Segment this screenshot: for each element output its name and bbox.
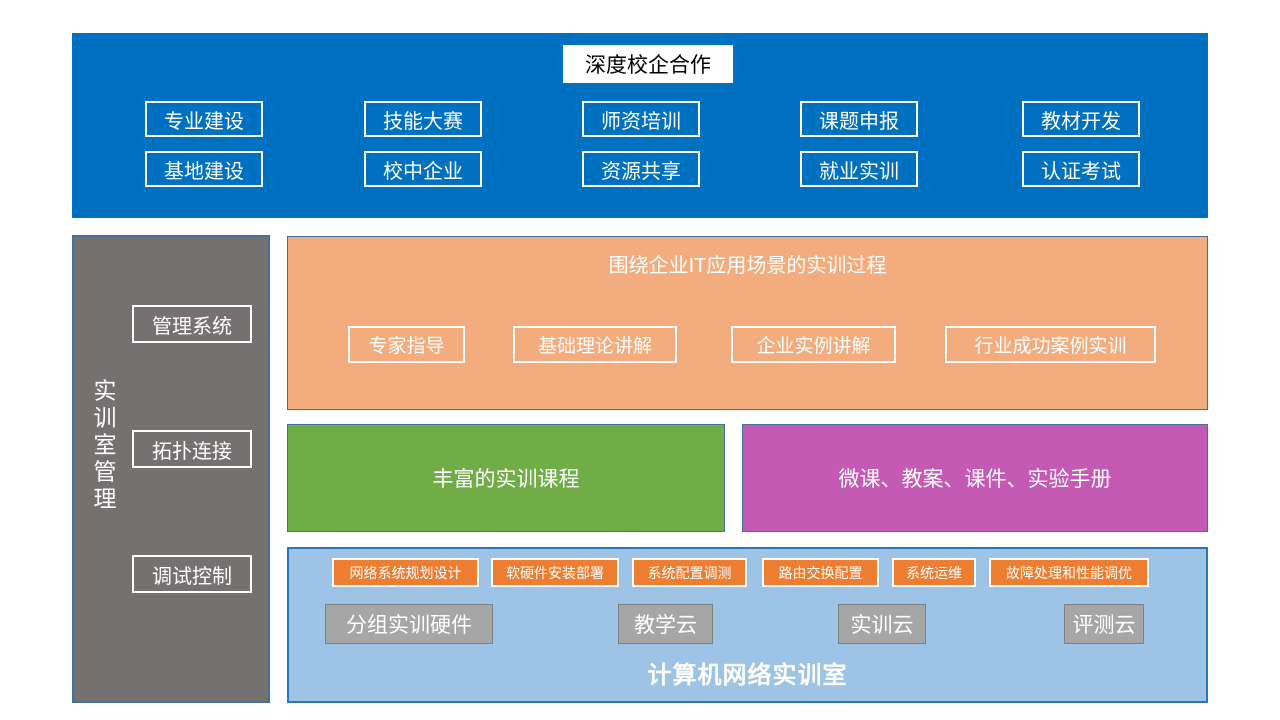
cooperation-row-2: 基地建设 校中企业 资源共享 就业实训 认证考试 [72, 151, 1208, 187]
training-courses-title: 丰富的实训课程 [432, 468, 580, 491]
resource-group-training-hardware: 分组实训硬件 [325, 604, 493, 644]
cooperation-item-major-construction: 专业建设 [145, 101, 263, 137]
network-lab-title: 计算机网络实训室 [647, 662, 848, 689]
sidebar-item-topology-connection: 拓扑连接 [132, 430, 252, 468]
lab-management-vertical-label: 实训室管理 [90, 378, 116, 514]
skill-software-hardware-deployment: 软硬件安装部署 [491, 558, 619, 587]
training-courses-panel: 丰富的实训课程 [287, 424, 725, 532]
skill-network-planning-design: 网络系统规划设计 [332, 558, 479, 587]
skill-system-config-test: 系统配置调测 [632, 558, 747, 587]
sidebar-item-management-system: 管理系统 [132, 305, 252, 343]
training-process-panel: 围绕企业IT应用场景的实训过程 专家指导 基础理论讲解 企业实例讲解 行业成功案… [287, 236, 1208, 410]
network-lab-panel: 网络系统规划设计 软硬件安装部署 系统配置调测 路由交换配置 系统运维 故障处理… [287, 547, 1208, 703]
cooperation-row-1: 专业建设 技能大赛 师资培训 课题申报 教材开发 [72, 101, 1208, 137]
lab-management-sidebar: 实训室管理 管理系统 拓扑连接 调试控制 [72, 235, 270, 703]
teaching-materials-panel: 微课、教案、课件、实验手册 [742, 424, 1208, 532]
skill-fault-performance-tuning: 故障处理和性能调优 [989, 558, 1149, 587]
sidebar-item-debug-control: 调试控制 [132, 555, 252, 593]
cooperation-item-teacher-training: 师资培训 [582, 101, 700, 137]
cooperation-item-project-application: 课题申报 [800, 101, 918, 137]
cooperation-item-certification-exam: 认证考试 [1022, 151, 1140, 187]
resource-evaluation-cloud: 评测云 [1064, 604, 1144, 644]
cooperation-item-base-construction: 基地建设 [145, 151, 263, 187]
resource-teaching-cloud: 教学云 [618, 604, 713, 644]
process-item-basic-theory: 基础理论讲解 [513, 326, 677, 363]
process-item-expert-guidance: 专家指导 [348, 326, 465, 363]
cooperation-banner: 深度校企合作 专业建设 技能大赛 师资培训 课题申报 教材开发 基地建设 校中企… [72, 33, 1208, 218]
process-item-enterprise-case: 企业实例讲解 [731, 326, 896, 363]
cooperation-item-textbook-development: 教材开发 [1022, 101, 1140, 137]
skill-system-operation: 系统运维 [892, 558, 976, 587]
resource-training-cloud: 实训云 [838, 604, 926, 644]
cooperation-item-enterprise-in-school: 校中企业 [364, 151, 482, 187]
cooperation-item-resource-sharing: 资源共享 [582, 151, 700, 187]
cooperation-item-employment-training: 就业实训 [800, 151, 918, 187]
training-process-title: 围绕企业IT应用场景的实训过程 [608, 255, 887, 277]
cooperation-item-skill-competition: 技能大赛 [364, 101, 482, 137]
teaching-materials-title: 微课、教案、课件、实验手册 [838, 468, 1112, 491]
skill-routing-switching-config: 路由交换配置 [762, 558, 879, 587]
process-item-industry-success-case: 行业成功案例实训 [945, 326, 1156, 363]
cooperation-banner-title: 深度校企合作 [563, 45, 733, 83]
